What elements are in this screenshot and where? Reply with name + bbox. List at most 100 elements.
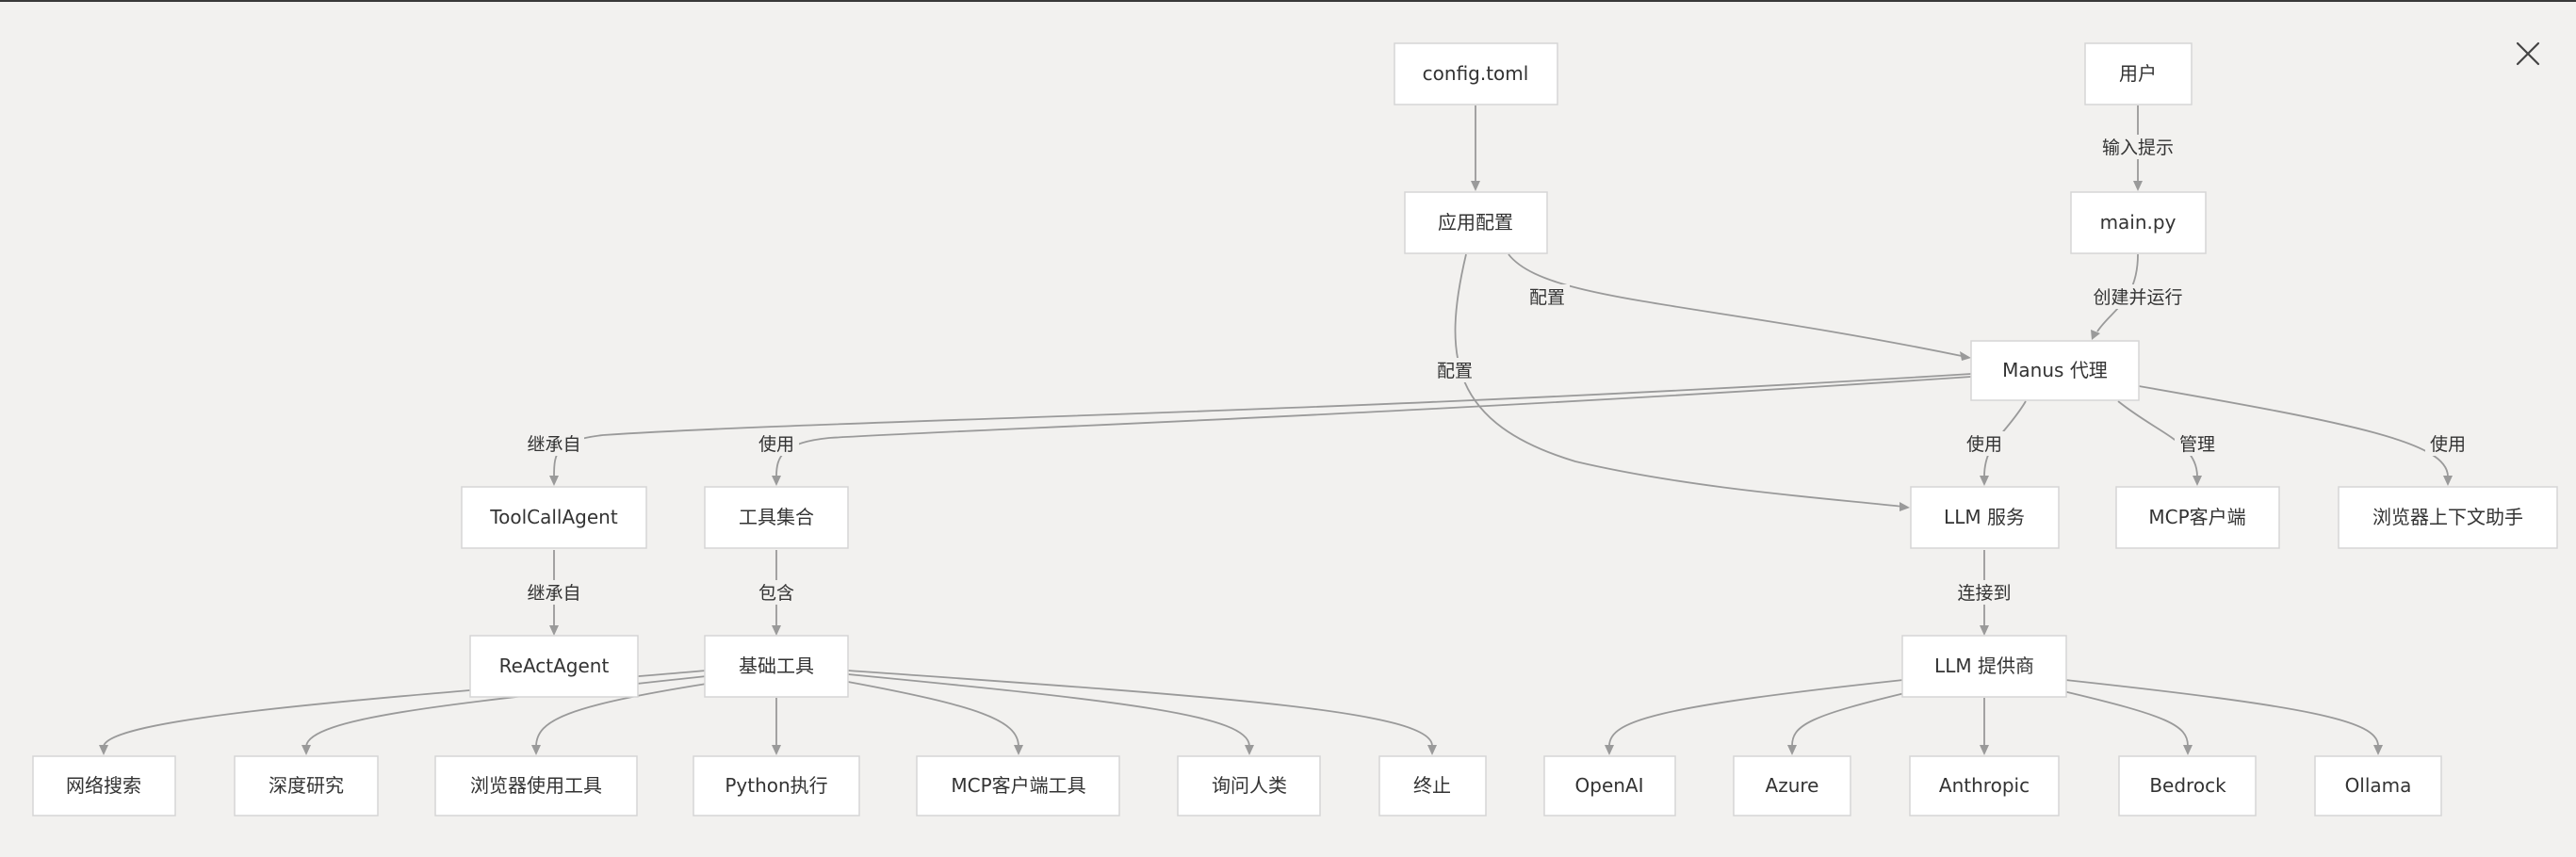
edge-basetools-askhuman bbox=[847, 673, 1250, 747]
arrow-user-main bbox=[2133, 181, 2143, 191]
close-icon bbox=[2516, 41, 2540, 66]
label-connect-to: 连接到 bbox=[1954, 580, 2014, 605]
arrow-toolset-basetools bbox=[772, 625, 781, 636]
node-python-exec[interactable]: Python执行 bbox=[693, 755, 860, 817]
edge-llmprov-ollama bbox=[2064, 679, 2379, 747]
edge-labels: 输入提示 创建并运行 配置 配置 继承自 使用 使用 管理 bbox=[524, 135, 2470, 605]
svg-text:浏览器上下文助手: 浏览器上下文助手 bbox=[2372, 506, 2523, 528]
arrow-basetools-python bbox=[772, 745, 781, 755]
svg-text:深度研究: 深度研究 bbox=[269, 774, 344, 797]
svg-text:Bedrock: Bedrock bbox=[2149, 774, 2226, 797]
label-contains: 包含 bbox=[754, 580, 799, 605]
nodes: config.toml 用户 应用配置 main.py Manus 代理 Too… bbox=[32, 42, 2558, 817]
node-deep-research[interactable]: 深度研究 bbox=[234, 755, 379, 817]
arrow-manus-toolset bbox=[772, 476, 781, 486]
node-toolset[interactable]: 工具集合 bbox=[704, 486, 849, 549]
arrow-appconfig-llm bbox=[1899, 502, 1910, 511]
label-inherit-react: 继承自 bbox=[524, 580, 584, 605]
node-user[interactable]: 用户 bbox=[2084, 42, 2193, 105]
svg-text:Anthropic: Anthropic bbox=[1939, 774, 2030, 797]
node-azure[interactable]: Azure bbox=[1733, 755, 1851, 817]
node-mcp-client[interactable]: MCP客户端 bbox=[2115, 486, 2280, 549]
node-ask-human[interactable]: 询问人类 bbox=[1177, 755, 1321, 817]
edge-appconfig-manus bbox=[1508, 253, 1963, 357]
window-top-border bbox=[0, 0, 2576, 2]
arrow-basetools-mcptool bbox=[1014, 745, 1023, 755]
node-web-search[interactable]: 网络搜索 bbox=[32, 755, 176, 817]
edge-basetools-browseruse bbox=[535, 683, 708, 747]
label-configure-manus: 配置 bbox=[1524, 284, 1570, 309]
arrow-manus-llm bbox=[1980, 476, 1989, 486]
label-use-browserctx: 使用 bbox=[2425, 431, 2470, 456]
close-button[interactable] bbox=[2512, 38, 2544, 70]
svg-text:使用: 使用 bbox=[758, 434, 794, 455]
svg-text:询问人类: 询问人类 bbox=[1212, 774, 1287, 797]
svg-text:Azure: Azure bbox=[1766, 774, 1819, 797]
svg-text:MCP客户端: MCP客户端 bbox=[2148, 506, 2245, 528]
edge-basetools-mcptool bbox=[847, 681, 1019, 747]
svg-text:继承自: 继承自 bbox=[527, 583, 580, 604]
svg-text:管理: 管理 bbox=[2179, 434, 2215, 455]
arrow-manus-mcpclient bbox=[2193, 476, 2202, 486]
arrow-manus-browserctx bbox=[2443, 476, 2453, 486]
svg-text:网络搜索: 网络搜索 bbox=[66, 774, 141, 797]
node-app-config[interactable]: 应用配置 bbox=[1404, 191, 1548, 254]
node-config-toml[interactable]: config.toml bbox=[1394, 42, 1558, 105]
arrow-llm-llmprov bbox=[1980, 625, 1989, 636]
node-toolcall-agent[interactable]: ToolCallAgent bbox=[461, 486, 647, 549]
label-input-prompt: 输入提示 bbox=[2097, 135, 2178, 159]
node-bedrock[interactable]: Bedrock bbox=[2118, 755, 2257, 817]
svg-text:配置: 配置 bbox=[1437, 361, 1473, 381]
node-manus-agent[interactable]: Manus 代理 bbox=[1970, 340, 2140, 401]
svg-text:LLM 服务: LLM 服务 bbox=[1944, 506, 2025, 528]
svg-text:浏览器使用工具: 浏览器使用工具 bbox=[470, 774, 602, 797]
svg-text:ToolCallAgent: ToolCallAgent bbox=[489, 506, 618, 528]
node-main-py[interactable]: main.py bbox=[2070, 191, 2207, 254]
label-use-llm: 使用 bbox=[1962, 431, 2007, 456]
label-manage-mcp: 管理 bbox=[2175, 431, 2220, 456]
svg-text:继承自: 继承自 bbox=[527, 434, 580, 455]
arrow-basetools-websearch bbox=[99, 745, 108, 755]
svg-text:Python执行: Python执行 bbox=[725, 774, 827, 797]
edge-basetools-terminate bbox=[847, 670, 1433, 747]
arrow-basetools-browseruse bbox=[531, 745, 541, 755]
svg-text:用户: 用户 bbox=[2119, 62, 2157, 85]
arrow-main-manus bbox=[2091, 330, 2100, 340]
node-mcp-client-tool[interactable]: MCP客户端工具 bbox=[916, 755, 1120, 817]
svg-text:终止: 终止 bbox=[1413, 774, 1451, 797]
svg-text:基础工具: 基础工具 bbox=[739, 655, 814, 677]
node-react-agent[interactable]: ReActAgent bbox=[469, 635, 639, 698]
edge-manus-browserctx bbox=[2138, 385, 2449, 477]
node-base-tools[interactable]: 基础工具 bbox=[704, 635, 849, 698]
arrow-llmprov-bedrock bbox=[2183, 745, 2193, 755]
edge-manus-toolcall bbox=[553, 373, 1972, 477]
node-browser-context-helper[interactable]: 浏览器上下文助手 bbox=[2338, 486, 2558, 549]
edge-manus-mcpclient bbox=[2117, 400, 2198, 477]
svg-text:使用: 使用 bbox=[1966, 434, 2002, 455]
svg-text:创建并运行: 创建并运行 bbox=[2093, 287, 2182, 308]
label-configure-llm: 配置 bbox=[1432, 358, 1477, 382]
node-llm-provider[interactable]: LLM 提供商 bbox=[1901, 635, 2067, 698]
edge-llmprov-azure bbox=[1791, 690, 1914, 747]
arrow-basetools-deepresearch bbox=[302, 745, 311, 755]
svg-text:应用配置: 应用配置 bbox=[1438, 211, 1513, 234]
node-browser-use-tool[interactable]: 浏览器使用工具 bbox=[434, 755, 638, 817]
node-anthropic[interactable]: Anthropic bbox=[1909, 755, 2060, 817]
svg-text:使用: 使用 bbox=[2430, 434, 2466, 455]
svg-text:main.py: main.py bbox=[2100, 211, 2177, 234]
node-ollama[interactable]: Ollama bbox=[2314, 755, 2442, 817]
svg-text:OpenAI: OpenAI bbox=[1575, 774, 1644, 797]
svg-text:LLM 提供商: LLM 提供商 bbox=[1934, 655, 2034, 677]
arrow-toolcall-react bbox=[549, 625, 559, 636]
edge-manus-toolset bbox=[775, 376, 1972, 477]
arrow-llmprov-openai bbox=[1605, 745, 1614, 755]
svg-text:Ollama: Ollama bbox=[2345, 774, 2412, 797]
arrow-llmprov-ollama bbox=[2373, 745, 2383, 755]
label-create-run: 创建并运行 bbox=[2088, 284, 2188, 309]
node-llm-service[interactable]: LLM 服务 bbox=[1910, 486, 2060, 549]
arrow-basetools-terminate bbox=[1427, 745, 1437, 755]
node-openai[interactable]: OpenAI bbox=[1543, 755, 1676, 817]
edge-llmprov-bedrock bbox=[2062, 690, 2189, 747]
node-terminate[interactable]: 终止 bbox=[1378, 755, 1487, 817]
arrow-appconfig-manus bbox=[1960, 351, 1971, 361]
